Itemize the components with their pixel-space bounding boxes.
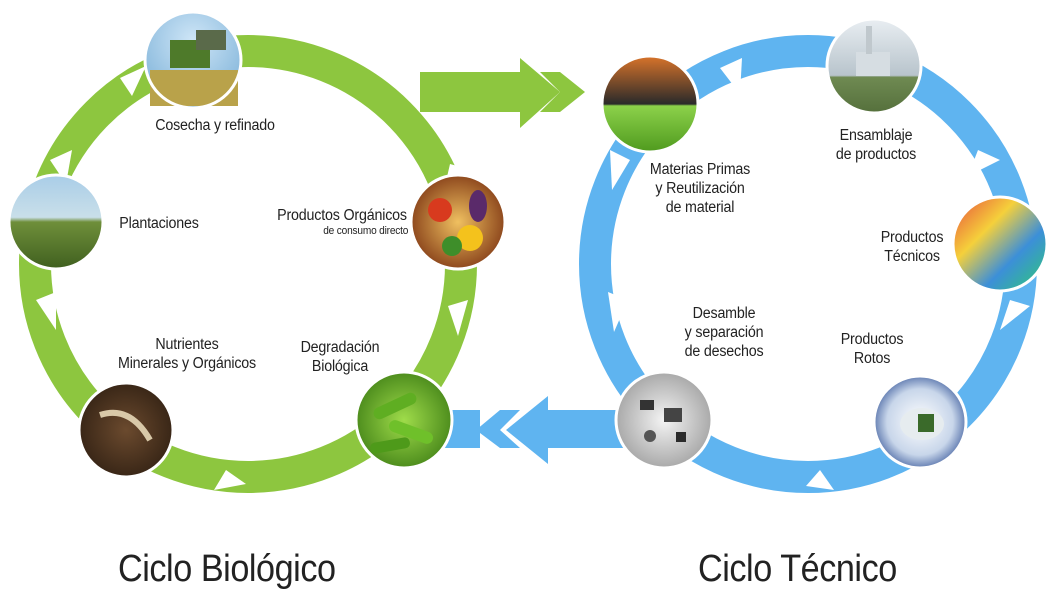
bacteria-photo <box>354 370 454 470</box>
electronic-parts-photo <box>614 370 714 470</box>
label-broken-products: Productos Rotos <box>840 331 904 367</box>
factory-photo <box>825 17 923 115</box>
label-assembly: Ensamblaje de productos <box>835 127 917 163</box>
label-harvest: Cosecha y refinado <box>155 117 275 134</box>
broken-bulb-photo <box>872 374 968 470</box>
soil-worm-photo <box>77 381 175 479</box>
field-photo <box>7 173 105 271</box>
label-technical-products: Productos Técnicos <box>880 229 944 265</box>
label-nutrients: Nutrientes Minerales y Orgánicos <box>117 336 256 372</box>
label-raw-materials: Materias Primas y Reutilización de mater… <box>649 161 751 216</box>
biological-cycle-title: Ciclo Biológico <box>118 548 336 590</box>
label-plantations: Plantaciones <box>119 215 199 232</box>
vegetables-photo <box>409 173 507 271</box>
technical-cycle-title: Ciclo Técnico <box>698 548 897 590</box>
technical-to-biological-arrow <box>440 396 640 464</box>
packaged-products-photo <box>951 195 1046 293</box>
label-disassembly: Desamble y separación de desechos <box>684 305 764 360</box>
granules-photo <box>600 54 700 154</box>
label-organic-products: Productos Orgánicos de consumo directo <box>277 207 409 237</box>
label-degradation: Degradación Biológica <box>300 339 380 375</box>
biological-to-technical-arrow <box>420 58 585 128</box>
harvester-photo <box>143 10 243 110</box>
